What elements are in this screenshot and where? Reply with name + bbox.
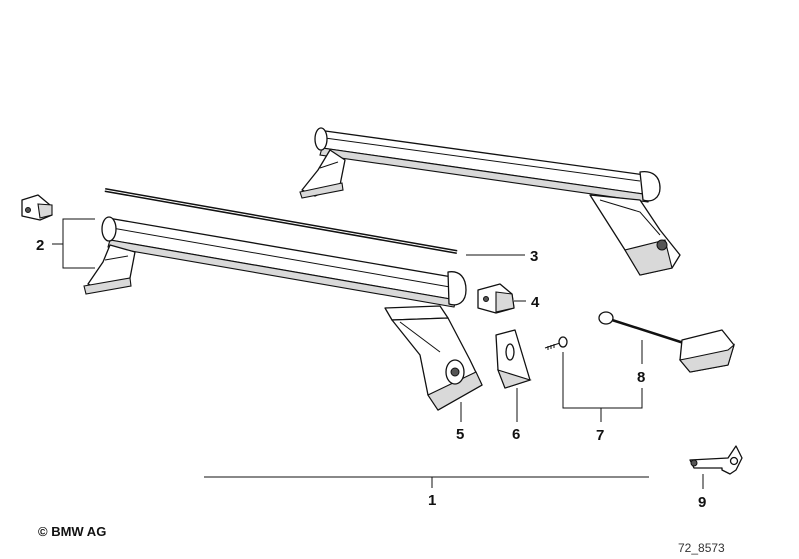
- end-cap-right: [477, 283, 515, 314]
- callout-7: 7: [596, 427, 604, 444]
- leader-lines: [52, 218, 704, 489]
- rear-roof-bar: [299, 127, 681, 276]
- callout-2: 2: [36, 237, 44, 254]
- callout-1: 1: [428, 492, 436, 509]
- drawing-number: 72_8573: [678, 541, 725, 555]
- screw: [544, 336, 568, 350]
- callout-5: 5: [456, 426, 464, 443]
- callout-labels: 1 2 3 4 5 6 7 8 9: [36, 237, 706, 511]
- callout-4: 4: [531, 294, 540, 311]
- weather-strip: [104, 188, 458, 254]
- callout-9: 9: [698, 494, 706, 511]
- callout-3: 3: [530, 248, 538, 265]
- key: [689, 445, 743, 475]
- end-cap-left: [21, 194, 53, 221]
- callout-6: 6: [512, 426, 520, 443]
- copyright-notice: © BMW AG: [38, 524, 107, 539]
- clamp-plate: [495, 329, 532, 389]
- callout-8: 8: [637, 369, 645, 386]
- front-roof-bar: [83, 216, 467, 308]
- foot-bracket: [384, 305, 483, 411]
- cable-lock: [598, 311, 736, 373]
